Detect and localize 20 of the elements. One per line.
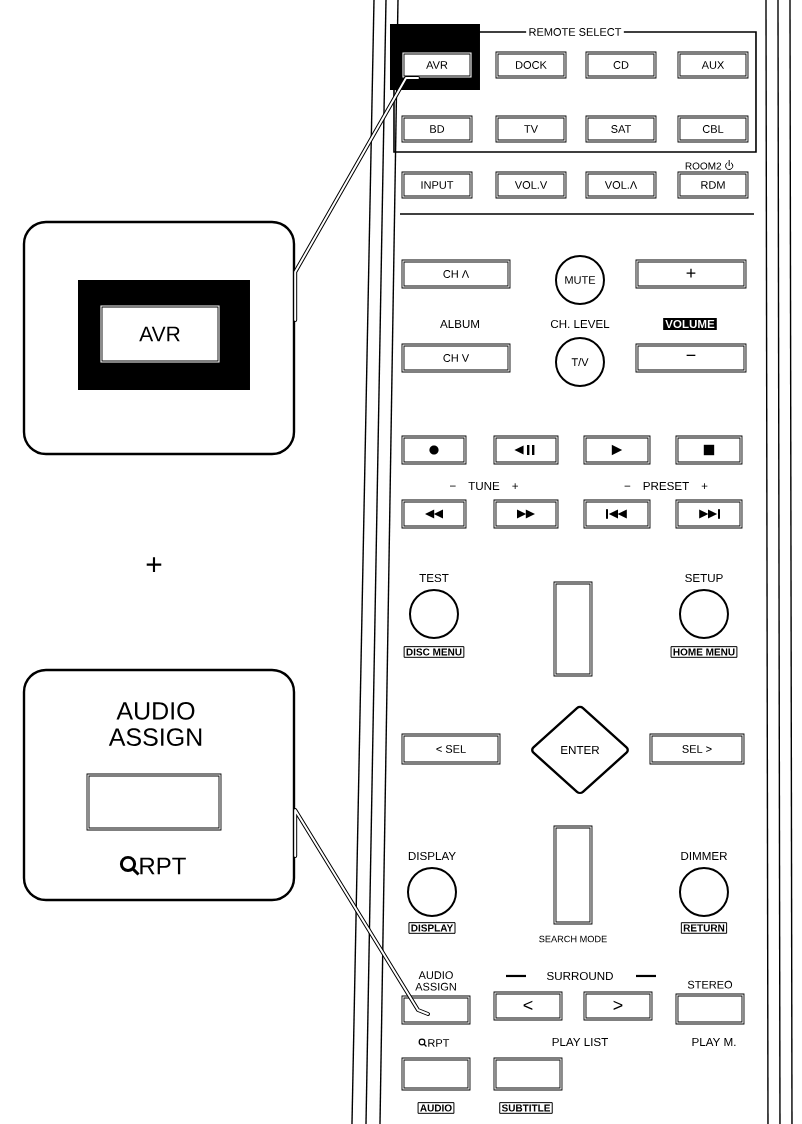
remote-button: < [493, 991, 563, 1021]
leader-line [293, 76, 420, 322]
plus-sign: + [146, 557, 162, 572]
remote-button [675, 435, 743, 465]
remote-button: − [635, 343, 747, 373]
callout-box: AVR [22, 220, 296, 456]
remote-button [583, 499, 651, 529]
remote-button [493, 499, 559, 529]
remote-button [493, 1057, 563, 1091]
remote-button [583, 435, 651, 465]
remote-button [401, 1057, 471, 1091]
remote-button [401, 435, 467, 465]
leader-line [293, 808, 430, 1016]
remote-button [553, 581, 593, 677]
callout-box: AUDIO ASSIGN RPT [22, 668, 296, 902]
remote-button: > [583, 991, 653, 1021]
remote-button [493, 435, 559, 465]
remote-button [675, 499, 743, 529]
remote-button: + [635, 259, 747, 289]
remote-button [401, 499, 467, 529]
